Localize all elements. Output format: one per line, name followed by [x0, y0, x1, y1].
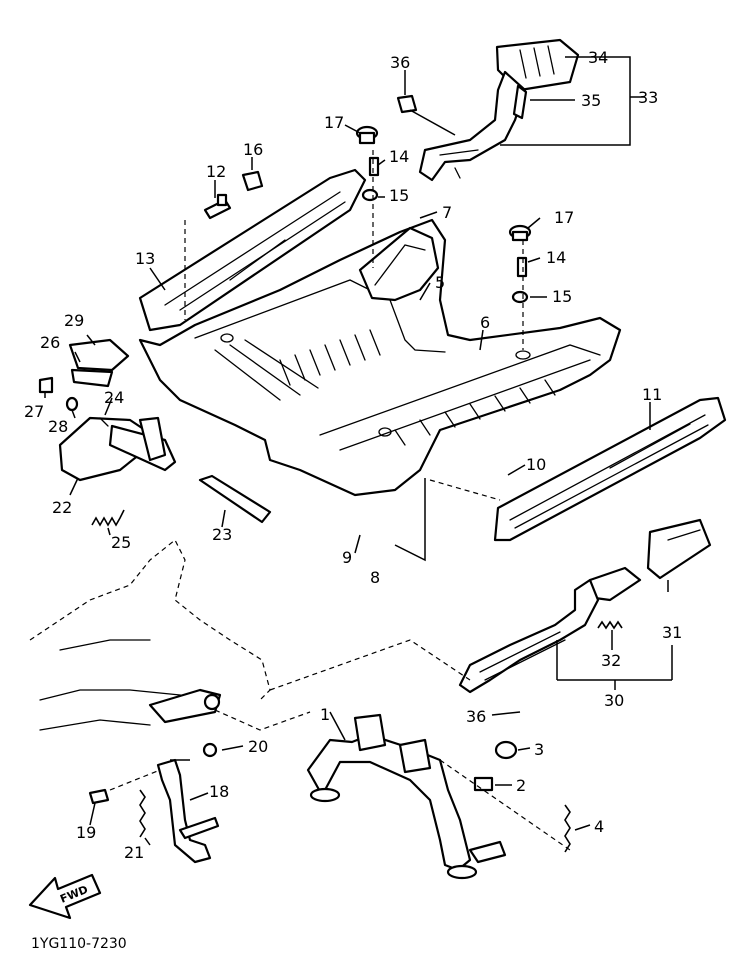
- callout-28: 28: [48, 417, 68, 436]
- drawing-code: 1YG110-7230: [31, 936, 127, 952]
- callout-11: 11: [642, 385, 662, 404]
- callout-16: 16: [243, 140, 263, 159]
- callout-23: 23: [212, 525, 232, 544]
- callout-30: 30: [604, 691, 624, 710]
- callout-29: 29: [64, 311, 84, 330]
- callout-12: 12: [206, 162, 226, 181]
- callout-35: 35: [581, 91, 601, 110]
- small-fasteners: [203, 94, 532, 304]
- callout-26: 26: [40, 333, 60, 352]
- callout-34: 34: [588, 48, 608, 67]
- callout-14b: 14: [546, 248, 566, 267]
- floor-board-assembly: [138, 218, 622, 497]
- callout-33: 33: [638, 88, 658, 107]
- engine-outline: [29, 539, 271, 731]
- callout-8: 8: [370, 568, 380, 587]
- callout-19: 19: [76, 823, 96, 842]
- callout-10: 10: [526, 455, 546, 474]
- callout-18: 18: [209, 782, 229, 801]
- callout-31: 31: [662, 623, 682, 642]
- assembly-guides: [109, 150, 571, 851]
- callout-1: 1: [320, 705, 330, 724]
- side-cover-11: [493, 396, 727, 542]
- rear-footrest-group: [38, 338, 272, 527]
- fwd-arrow: FWD: [28, 873, 102, 920]
- main-stand-1: [306, 713, 571, 880]
- callout-17a: 17: [324, 113, 344, 132]
- callout-32: 32: [601, 651, 621, 670]
- callout-27: 27: [24, 402, 44, 421]
- callout-21: 21: [124, 843, 144, 862]
- callout-25: 25: [111, 533, 131, 552]
- callout-7: 7: [442, 203, 452, 222]
- callout-15a: 15: [389, 186, 409, 205]
- callout-labels: 1 2 3 4 5 6 7 8 9 10 11 12 13 14 14 15 1…: [24, 48, 682, 862]
- callout-36a: 36: [390, 53, 410, 72]
- callout-22: 22: [52, 498, 72, 517]
- callout-15b: 15: [552, 287, 572, 306]
- leader-lines: [44, 56, 673, 846]
- side-cover-13: [138, 168, 367, 332]
- callout-9: 9: [342, 548, 352, 567]
- callout-5: 5: [435, 273, 445, 292]
- footrest-assembly-30: [458, 518, 712, 694]
- callout-20: 20: [248, 737, 268, 756]
- callout-17b: 17: [554, 208, 574, 227]
- callout-6: 6: [480, 313, 490, 332]
- callout-2: 2: [516, 776, 526, 795]
- callout-13: 13: [135, 249, 155, 268]
- callout-3: 3: [534, 740, 544, 759]
- footrest-assembly-33: [418, 38, 580, 182]
- callout-14a: 14: [389, 147, 409, 166]
- callout-4: 4: [594, 817, 604, 836]
- callout-36b: 36: [466, 707, 486, 726]
- callout-24: 24: [104, 388, 124, 407]
- side-stand-18: [88, 742, 220, 864]
